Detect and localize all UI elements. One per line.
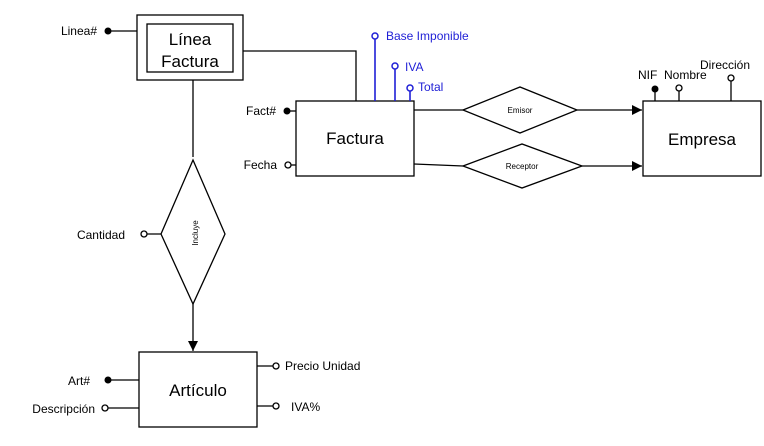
attribute-nombre-label: Nombre [664, 68, 707, 82]
attribute-precio-unidad-label: Precio Unidad [285, 359, 360, 373]
attribute-cantidad[interactable]: Cantidad [77, 228, 161, 242]
attribute-total-label: Total [418, 80, 443, 94]
attribute-fecha[interactable]: Fecha [244, 158, 296, 172]
attribute-cantidad-label: Cantidad [77, 228, 125, 242]
entity-factura[interactable]: Factura [295, 100, 415, 177]
attribute-nif[interactable]: NIF [638, 68, 659, 101]
attribute-direccion[interactable]: Dirección [700, 58, 750, 101]
attribute-iva-pct[interactable]: IVA% [257, 400, 320, 414]
attribute-base-imponible-label: Base Imponible [386, 29, 469, 43]
connector-factura-receptor [413, 163, 464, 167]
attribute-art-num-label: Art# [68, 374, 90, 388]
relationship-emisor-label: Emisor [508, 106, 533, 115]
entity-factura-label: Factura [326, 129, 384, 148]
relationship-emisor[interactable]: Emisor [461, 86, 579, 134]
attribute-iva-label: IVA [405, 60, 423, 74]
attribute-linea-num-label: Linea# [61, 24, 97, 38]
attribute-precio-unidad[interactable]: Precio Unidad [257, 359, 360, 373]
attribute-nombre[interactable]: Nombre [664, 68, 707, 101]
entity-articulo[interactable]: Artículo [138, 351, 258, 428]
relationship-incluye[interactable]: Incluye [160, 158, 226, 306]
attribute-iva[interactable]: IVA [391, 60, 423, 101]
attribute-fact-num[interactable]: Fact# [246, 104, 296, 118]
attribute-iva-pct-label: IVA% [291, 400, 320, 414]
entity-linea-factura[interactable]: Línea Factura [136, 14, 244, 81]
attribute-base-imponible[interactable]: Base Imponible [371, 29, 469, 101]
attribute-total[interactable]: Total [406, 80, 443, 101]
entity-linea-factura-label-2: Factura [161, 52, 219, 71]
entity-articulo-label: Artículo [169, 381, 227, 400]
attribute-linea-num[interactable]: Linea# [61, 24, 137, 38]
relationship-receptor-label: Receptor [506, 162, 539, 171]
entity-linea-factura-label-1: Línea [169, 30, 212, 49]
relationship-incluye-label: Incluye [191, 220, 200, 246]
attribute-descripcion[interactable]: Descripción [32, 402, 139, 416]
attribute-fecha-label: Fecha [244, 158, 278, 172]
connector-linea-factura-factura [243, 50, 357, 101]
attribute-direccion-label: Dirección [700, 58, 750, 72]
relationship-receptor[interactable]: Receptor [461, 143, 584, 189]
attribute-nif-label: NIF [638, 68, 657, 82]
entity-empresa-label: Empresa [668, 130, 737, 149]
attribute-fact-num-label: Fact# [246, 104, 276, 118]
attribute-descripcion-label: Descripción [32, 402, 95, 416]
attribute-art-num[interactable]: Art# [68, 374, 139, 388]
entity-empresa[interactable]: Empresa [642, 100, 762, 177]
